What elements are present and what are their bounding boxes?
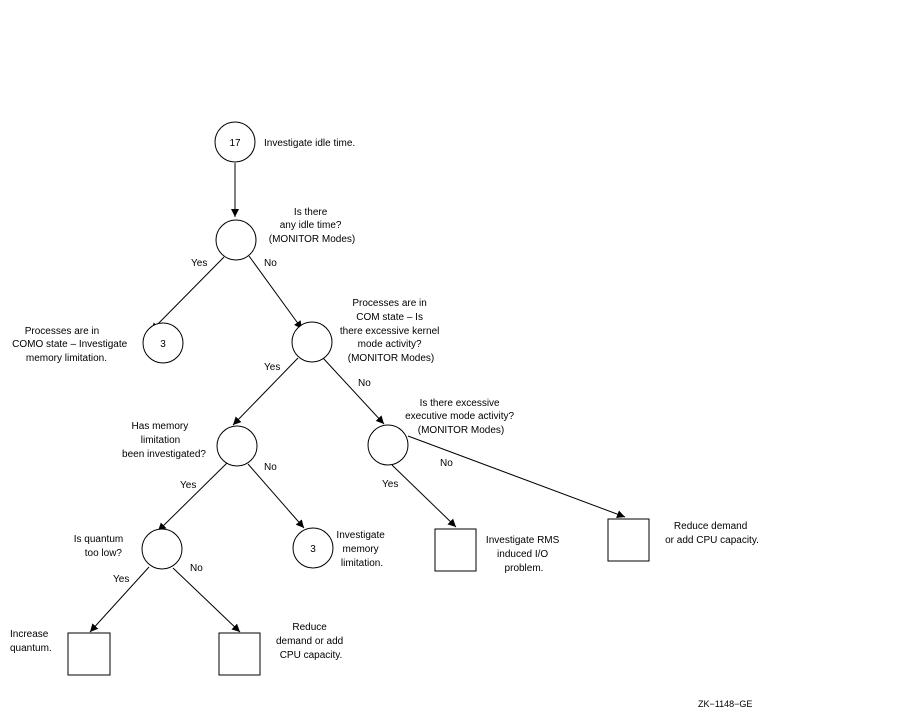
- edge-label-no: No: [264, 462, 277, 473]
- action-box-increase-quantum-text: Increase quantum.: [10, 629, 52, 654]
- edge-kernel-no: [322, 357, 385, 425]
- reference-node-memory: 3: [292, 527, 334, 569]
- action-box-reduce-demand-text: Reduce demand or add CPU capacity.: [665, 521, 759, 546]
- edge-label-yes: Yes: [191, 258, 207, 269]
- edge-exec-yes: [391, 464, 457, 528]
- edge-kernel-yes: [232, 357, 299, 426]
- edge-idle-yes: [150, 256, 225, 332]
- edge-label-no: No: [440, 458, 453, 469]
- edge-label-yes: Yes: [382, 479, 398, 490]
- action-box-reduce-demand: [607, 518, 650, 562]
- start-node-number: 17: [229, 138, 241, 149]
- edge-exec-no: [407, 435, 626, 518]
- reference-node-como-text: Processes are in COMO state – Investigat…: [12, 326, 130, 364]
- action-box-rms-text: Investigate RMS induced I/O problem.: [486, 535, 562, 574]
- edge-quantum-no: [172, 567, 241, 633]
- reference-node-como: 3: [142, 322, 184, 364]
- decision-kernel-activity-text: Processes are in COM state – Is there ex…: [340, 298, 442, 364]
- action-box-reduce-demand-bottom: [218, 632, 261, 676]
- decision-idle-time: [215, 219, 257, 261]
- decision-memory-investigated: [216, 425, 258, 467]
- decision-kernel-activity: [291, 321, 333, 363]
- edge-label-no: No: [190, 563, 203, 574]
- edge-memory-no: [247, 463, 305, 529]
- edge-label-no: No: [264, 258, 277, 269]
- decision-quantum-text: Is quantum too low?: [74, 534, 126, 559]
- decision-executive-activity: [367, 424, 409, 466]
- edge-label-no: No: [358, 378, 371, 389]
- start-node: 17: [214, 121, 256, 163]
- reference-node-memory-number: 3: [310, 544, 316, 555]
- edge-memory-yes: [157, 462, 228, 532]
- edge-label-yes: Yes: [264, 362, 280, 373]
- edge-quantum-yes: [89, 566, 150, 633]
- decision-idle-time-text: Is there any idle time? (MONITOR Modes): [269, 207, 356, 245]
- decision-memory-investigated-text: Has memory limitation been investigated?: [122, 421, 206, 460]
- reference-node-memory-text: Investigate memory limitation.: [336, 530, 387, 569]
- action-box-increase-quantum: [67, 632, 111, 676]
- reference-node-como-number: 3: [160, 339, 166, 350]
- action-box-reduce-demand-bottom-text: Reduce demand or add CPU capacity.: [276, 622, 346, 661]
- edge-label-yes: Yes: [113, 574, 129, 585]
- decision-executive-activity-text: Is there excessive executive mode activi…: [405, 398, 517, 436]
- edge-label-yes: Yes: [180, 480, 196, 491]
- action-box-rms: [434, 528, 477, 572]
- decision-quantum: [141, 528, 183, 570]
- edge-idle-no: [248, 255, 303, 330]
- start-node-label: Investigate idle time.: [264, 138, 355, 149]
- figure-id: ZK−1148−GE: [698, 699, 752, 709]
